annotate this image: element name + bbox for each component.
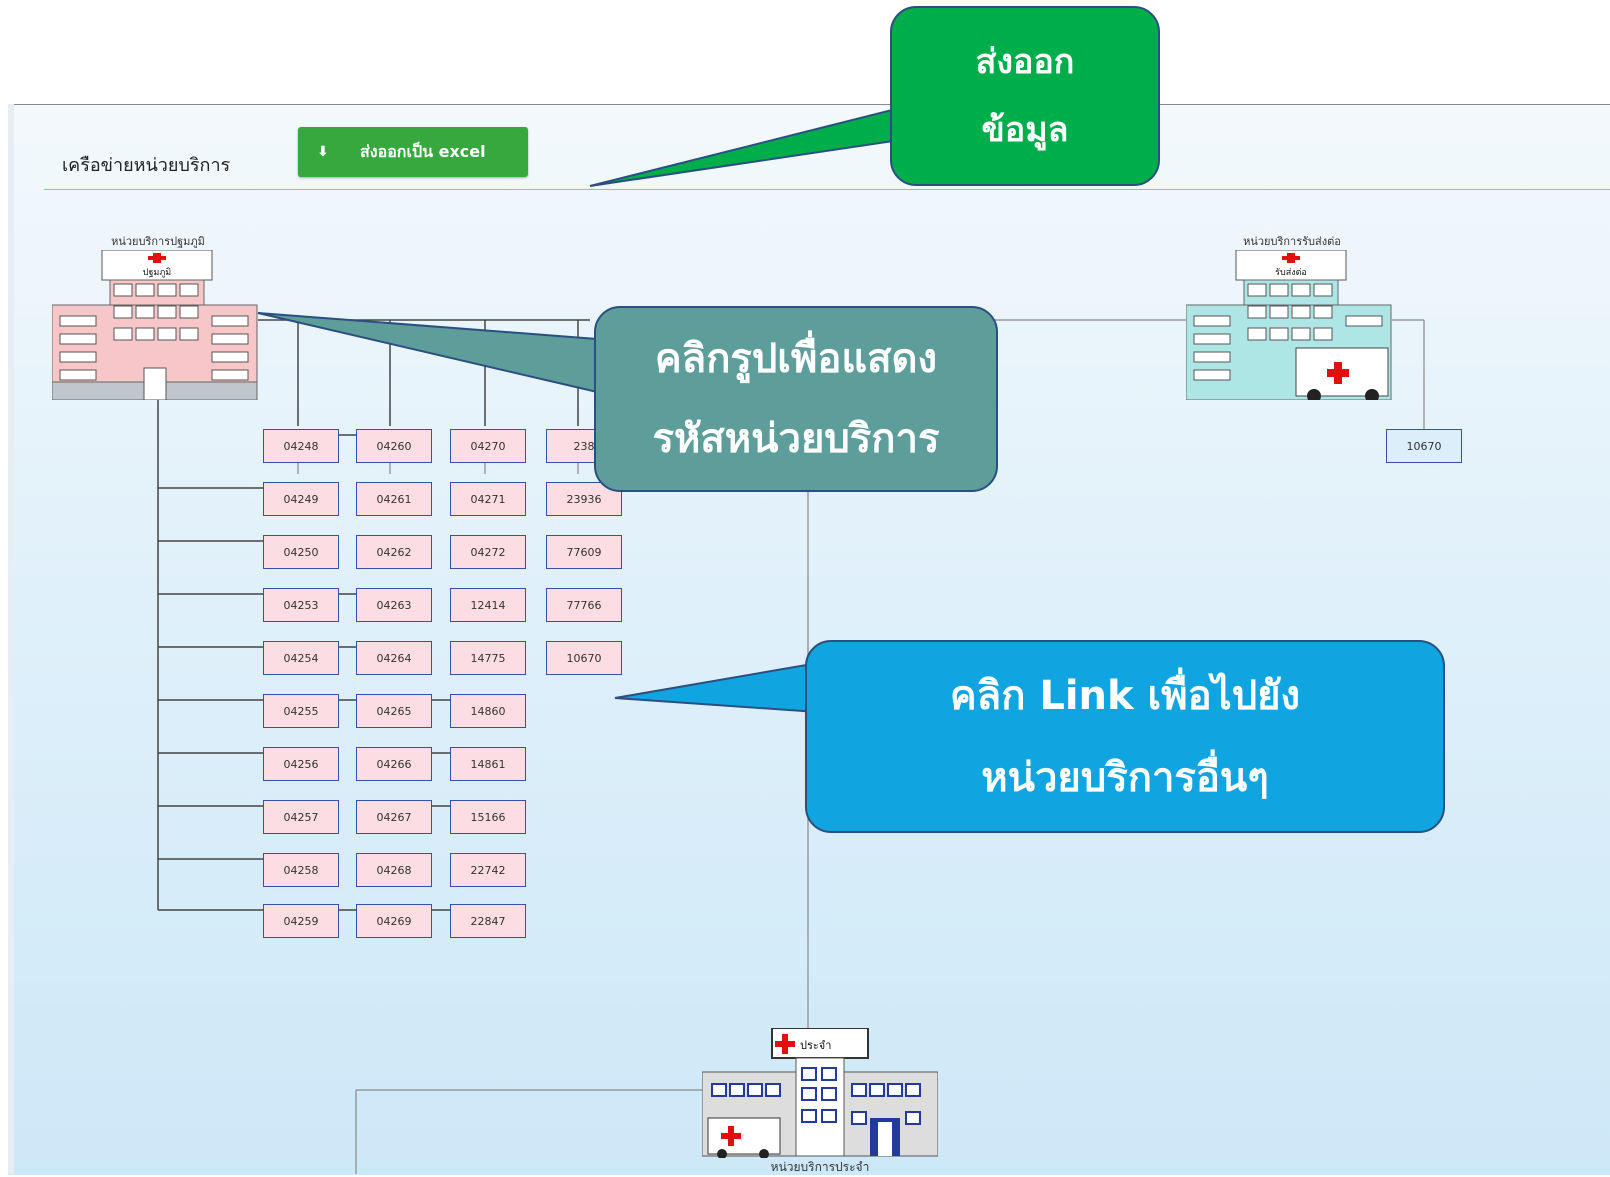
code-link[interactable]: 04260 [356,429,432,463]
code-link[interactable]: 04272 [450,535,526,569]
code-link[interactable]: 04257 [263,800,339,834]
export-data-callout: ส่งออก ข้อมูล [890,6,1160,186]
regular-unit-sign: ประจำ [800,1039,831,1052]
code-link[interactable]: 04256 [263,747,339,781]
callout-line: ส่งออก [975,42,1075,82]
code-link[interactable]: 04270 [450,429,526,463]
code-link[interactable]: 04250 [263,535,339,569]
network-panel [8,104,1610,1175]
code-link[interactable]: 12414 [450,588,526,622]
code-link[interactable]: 04248 [263,429,339,463]
callout-line: คลิก Link เพื่อไปยัง [949,672,1301,719]
callout-line: รหัสหน่วยบริการ [652,416,940,462]
code-link[interactable]: 77766 [546,588,622,622]
code-link[interactable]: 15166 [450,800,526,834]
export-excel-button[interactable]: ⬇ ส่งออกเป็น excel [298,127,528,177]
code-link[interactable]: 14775 [450,641,526,675]
referral-unit-title: หน่วยบริการรับส่งต่อ [1243,235,1341,248]
callout-line: หน่วยบริการอื่นๆ [981,754,1269,801]
code-link[interactable]: 22742 [450,853,526,887]
code-link[interactable]: 04264 [356,641,432,675]
referral-code-link[interactable]: 10670 [1386,429,1462,463]
code-link[interactable]: 04271 [450,482,526,516]
code-link[interactable]: 77609 [546,535,622,569]
export-excel-label: ส่งออกเป็น excel [360,141,486,161]
code-link[interactable]: 04261 [356,482,432,516]
click-link-callout: คลิก Link เพื่อไปยัง หน่วยบริการอื่นๆ [805,640,1445,833]
code-link[interactable]: 04262 [356,535,432,569]
code-link[interactable]: 04258 [263,853,339,887]
click-image-callout: คลิกรูปเพื่อแสดง รหัสหน่วยบริการ [594,306,998,492]
code-link[interactable]: 04267 [356,800,432,834]
code-link[interactable]: 04268 [356,853,432,887]
primary-unit-building[interactable]: ปฐมภูมิ [51,249,262,401]
primary-unit-sign: ปฐมภูมิ [143,267,172,278]
code-link[interactable]: 10670 [546,641,622,675]
referral-unit-building[interactable]: รับส่งต่อ [1185,249,1396,403]
code-link[interactable]: 22847 [450,904,526,938]
regular-unit-building[interactable]: ประจำ [701,1027,939,1159]
code-link[interactable]: 14860 [450,694,526,728]
code-link[interactable]: 04263 [356,588,432,622]
code-link[interactable]: 04249 [263,482,339,516]
header-divider [44,189,1610,190]
callout-line: ข้อมูล [981,110,1069,150]
code-link[interactable]: 04254 [263,641,339,675]
regular-unit-title: หน่วยบริการประจำ [770,1160,870,1174]
code-link[interactable]: 04269 [356,904,432,938]
code-link[interactable]: 23936 [546,482,622,516]
code-link[interactable]: 04259 [263,904,339,938]
code-link[interactable]: 04253 [263,588,339,622]
download-icon: ⬇ [317,144,329,160]
code-link[interactable]: 04266 [356,747,432,781]
primary-unit-title: หน่วยบริการปฐมภูมิ [111,235,205,248]
referral-unit-sign: รับส่งต่อ [1275,268,1307,278]
code-link[interactable]: 14861 [450,747,526,781]
code-link[interactable]: 04255 [263,694,339,728]
panel-edge [8,104,14,1174]
page-title: เครือข่ายหน่วยบริการ [62,155,231,176]
code-link[interactable]: 04265 [356,694,432,728]
callout-line: คลิกรูปเพื่อแสดง [654,336,938,382]
